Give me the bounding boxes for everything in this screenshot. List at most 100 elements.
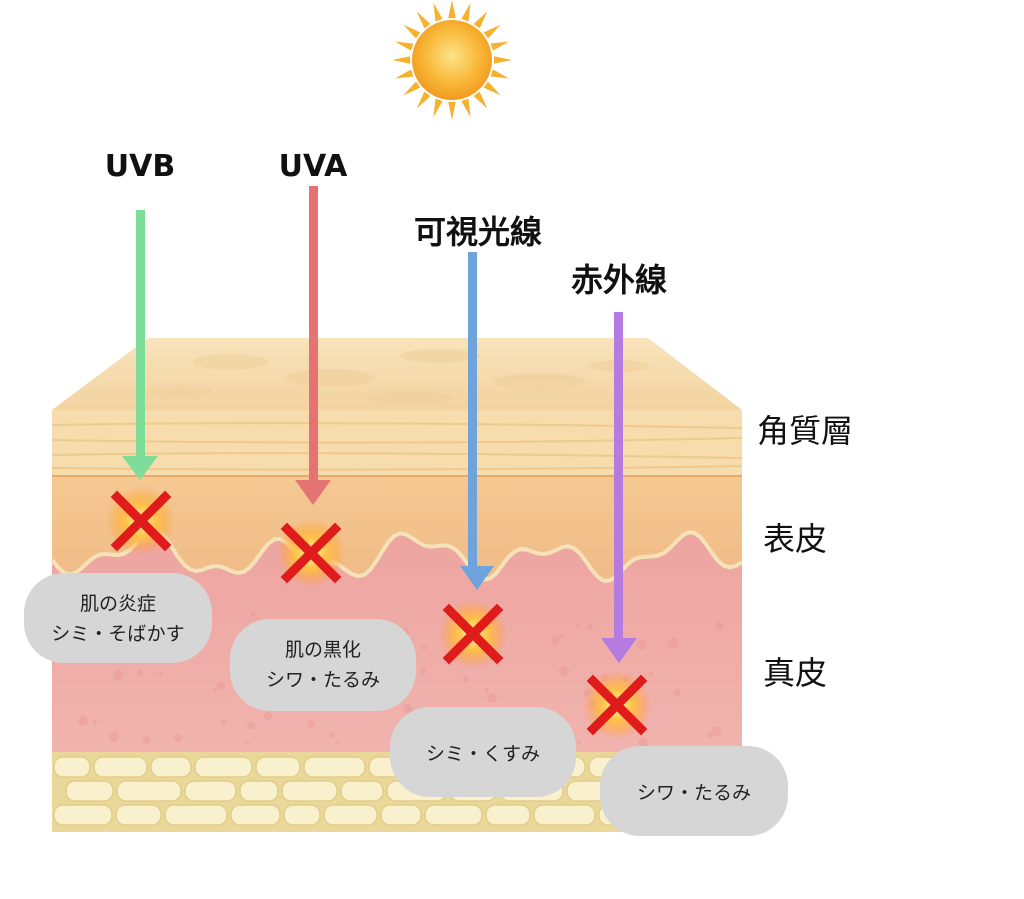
arrow-visible-light — [460, 252, 494, 590]
dermis-dot — [421, 644, 427, 650]
svg-text:シミ・くすみ: シミ・くすみ — [426, 743, 540, 765]
dermis-dot — [137, 670, 143, 676]
dermis-dot — [93, 720, 97, 724]
dermis-dot — [213, 688, 217, 692]
dermis-dot — [78, 716, 88, 726]
dermis-dot — [113, 670, 123, 680]
sun-ray — [416, 91, 431, 109]
sun-ray — [416, 11, 431, 29]
fat-cell — [164, 804, 228, 826]
ray-label-uvb: UVB — [105, 149, 175, 184]
fat-cell — [281, 780, 338, 802]
fat-cell — [194, 756, 253, 778]
svg-text:シミ・そばかす: シミ・そばかす — [51, 623, 184, 645]
dermis-dot — [576, 624, 580, 628]
arrow-uva — [295, 186, 331, 505]
damage-x-icon — [586, 674, 648, 736]
dermis-dot — [587, 624, 593, 630]
effect-bubble-visible-light: シミ・くすみ — [390, 707, 576, 797]
dermis-dot — [251, 612, 255, 616]
dermis-dot — [159, 672, 163, 676]
dermis-dot — [217, 682, 225, 690]
dermis-dot — [638, 738, 648, 748]
damage-x-icon — [280, 522, 342, 584]
dermis-dot — [109, 732, 119, 742]
dermis-dot — [649, 672, 653, 676]
fat-cell — [255, 756, 301, 778]
sun-ray — [473, 11, 488, 29]
stratum-corneum-lines — [51, 422, 743, 471]
ray-label-infrared: 赤外線 — [571, 261, 667, 299]
damage-x-icon — [110, 490, 172, 552]
ray-label-uva: UVA — [279, 149, 349, 184]
fat-cell — [93, 756, 148, 778]
dermis-dot — [577, 740, 581, 744]
fat-cell — [150, 756, 192, 778]
effect-bubble-uvb: 肌の炎症 シミ・そばかす — [24, 573, 212, 663]
dermis-dot — [668, 638, 678, 648]
dermis-dot — [247, 722, 255, 730]
fat-cell — [283, 804, 321, 826]
effect-bubble-infrared: シワ・たるみ — [600, 746, 788, 836]
dermis-dot — [264, 712, 272, 720]
dermis-dot — [463, 676, 469, 682]
fat-cell — [340, 780, 384, 802]
ray-label-visible-light: 可視光線 — [414, 213, 542, 251]
fat-cell — [533, 804, 596, 826]
dermis-dot — [559, 666, 569, 676]
sun-ray — [448, 101, 456, 120]
fat-cell — [323, 804, 378, 826]
dermis-dot — [711, 726, 721, 736]
dermis-dot — [673, 689, 681, 697]
fat-cell — [53, 756, 91, 778]
dermis-dot — [403, 704, 413, 714]
sun-ray — [394, 41, 414, 51]
dermis-dot — [715, 622, 723, 630]
fat-cell — [485, 804, 531, 826]
sun-ray — [433, 98, 443, 118]
damage-marks — [107, 487, 651, 739]
sun-ray — [461, 98, 471, 118]
layer-label-stratum-corneum: 角質層 — [757, 412, 853, 450]
svg-text:肌の黒化: 肌の黒化 — [285, 639, 361, 661]
damage-x-icon — [442, 603, 504, 665]
layer-label-epidermis: 表皮 — [763, 520, 827, 558]
fat-cell — [65, 780, 114, 802]
dermis-dot — [420, 668, 426, 674]
dermis-dot — [487, 693, 497, 703]
dermis-dot — [174, 734, 182, 742]
sun-ray — [483, 24, 501, 39]
fat-cell — [115, 804, 162, 826]
dermis-dot — [485, 688, 489, 692]
layer-label-dermis: 真皮 — [763, 654, 827, 692]
effect-bubble-uva: 肌の黒化 シワ・たるみ — [230, 619, 416, 711]
fat-cell — [116, 780, 182, 802]
dermis-dot — [559, 634, 563, 638]
sun-ray — [403, 81, 421, 96]
sun-disc — [412, 20, 492, 100]
sun-ray — [473, 91, 488, 109]
dermis-dot — [637, 640, 647, 650]
dermis-dot — [245, 741, 249, 745]
arrow-uvb — [122, 210, 158, 480]
sun-ray — [448, 0, 456, 19]
fat-cell — [230, 804, 281, 826]
sun-ray — [483, 81, 501, 96]
dermis-dot — [307, 720, 315, 728]
dermis-dot — [221, 718, 227, 724]
sun-ray — [493, 56, 512, 64]
sun-ray — [490, 69, 510, 79]
fat-cell — [184, 780, 237, 802]
sun-icon — [392, 0, 512, 120]
fat-cell — [380, 804, 422, 826]
fat-cell — [53, 804, 113, 826]
sun-ray — [490, 41, 510, 51]
dermis-dot — [329, 732, 335, 738]
dermis-dot — [707, 732, 713, 738]
fat-cell — [239, 780, 279, 802]
sun-ray — [433, 2, 443, 22]
dermis-dot — [143, 736, 151, 744]
sun-ray — [392, 56, 411, 64]
sun-ray — [394, 69, 414, 79]
